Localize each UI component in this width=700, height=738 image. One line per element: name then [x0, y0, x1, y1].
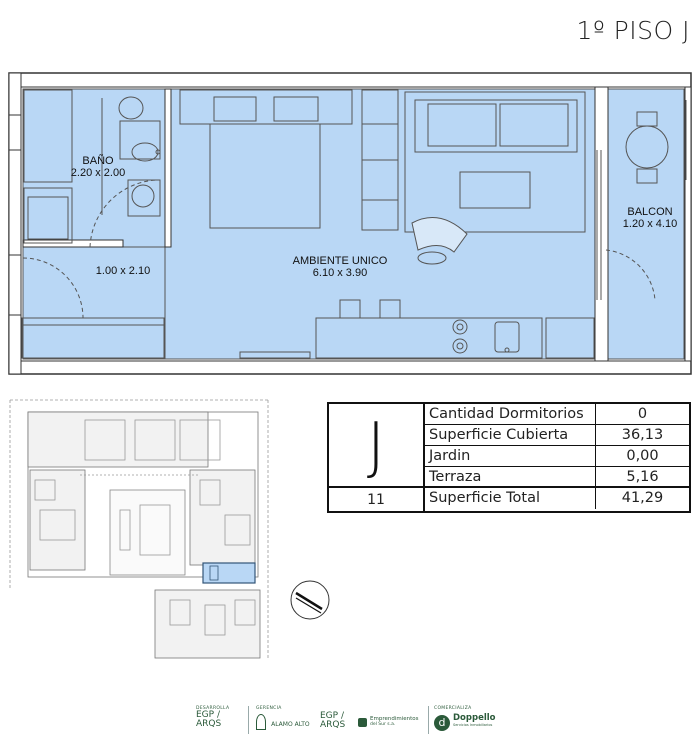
- unit-letter: J: [329, 404, 425, 488]
- room-name-balcon: BALCON: [627, 206, 672, 218]
- tree-icon: [256, 713, 266, 730]
- kitchen-counter: [21, 299, 595, 359]
- row-value: 0,00: [595, 446, 689, 466]
- unit-number: 11: [329, 488, 425, 511]
- bathroom-fixtures: [23, 89, 161, 244]
- room-dims-bano: 2.20 x 2.00: [71, 167, 125, 179]
- doppello-icon: d: [434, 715, 450, 731]
- balcony-area: [607, 88, 685, 360]
- room-dims-main: 6.10 x 3.90: [313, 267, 367, 279]
- row-value: 41,29: [595, 488, 689, 509]
- unit-summary-table: J 11 Cantidad Dormitorios 0 Superficie C…: [327, 402, 691, 513]
- room-name-bano: BAÑO: [82, 154, 114, 167]
- compass-icon: [290, 580, 330, 620]
- table-row: Terraza 5,16: [425, 467, 689, 488]
- table-row: Superficie Total 41,29: [425, 488, 689, 509]
- row-value: 5,16: [595, 467, 689, 486]
- logo-comercializa: COMERCIALIZA d Doppello Servicios Inmobi…: [434, 706, 496, 731]
- bed: [179, 89, 399, 231]
- logo-egp: EGP / ARQS: [320, 711, 346, 730]
- bathroom-area: [22, 88, 166, 248]
- footer-logos: DESARROLLA EGP / ARQS GERENCIA ALAMO ALT…: [196, 704, 506, 738]
- table-row: Jardin 0,00: [425, 446, 689, 467]
- table-row: Cantidad Dormitorios 0: [425, 404, 689, 425]
- row-value: 0: [595, 404, 689, 424]
- building-key-plan: [9, 399, 269, 660]
- logo-emprendimientos: Emprendimientos del Sur s.a.: [358, 716, 419, 727]
- living-furniture: [404, 91, 586, 265]
- row-label: Superficie Total: [429, 490, 541, 506]
- room-name-main: AMBIENTE UNICO: [293, 255, 388, 267]
- room-dims-entry: 1.00 x 2.10: [96, 265, 150, 277]
- row-label: Cantidad Dormitorios: [429, 406, 584, 422]
- emprendimientos-icon: [358, 718, 367, 727]
- room-dims-balcon: 1.20 x 4.10: [623, 218, 677, 230]
- row-label: Superficie Cubierta: [429, 427, 569, 443]
- row-label: Terraza: [429, 469, 482, 485]
- row-label: Jardin: [429, 448, 471, 464]
- page-title: 1º PISO J: [576, 16, 690, 45]
- logo-gerencia: GERENCIA ALAMO ALTO: [256, 706, 310, 730]
- table-row: Superficie Cubierta 36,13: [425, 425, 689, 446]
- logo-desarrolla: DESARROLLA EGP / ARQS: [196, 706, 230, 729]
- balcony-furniture: [625, 111, 669, 184]
- row-value: 36,13: [595, 425, 689, 445]
- entry-area: [22, 246, 166, 360]
